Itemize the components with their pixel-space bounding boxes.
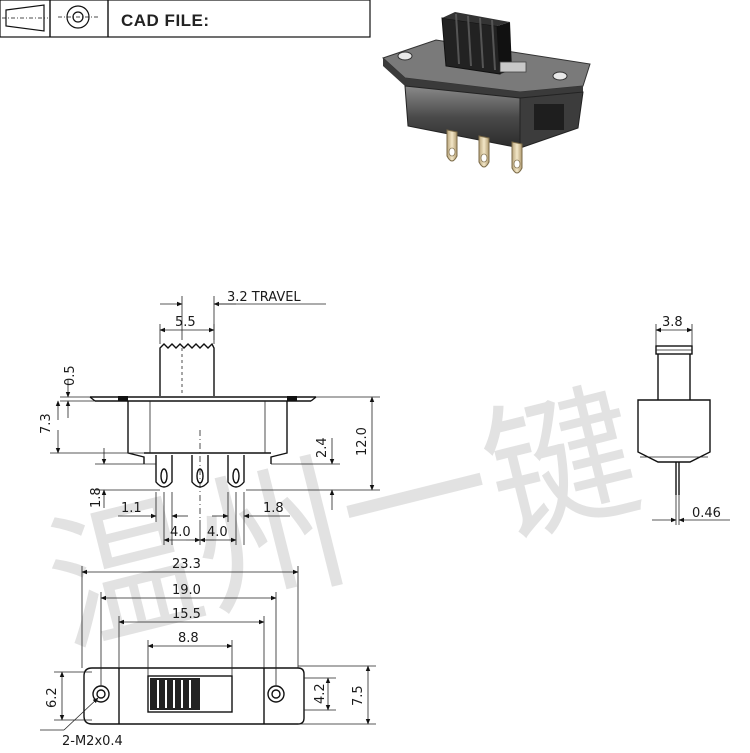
product-pins [446,129,523,174]
svg-text:8.8: 8.8 [178,631,199,646]
dim-travel: 3.2 TRAVEL [160,290,326,340]
dim-mounting-holes: 2-M2x0.4 [40,697,123,749]
dim-pin-height: 2.4 [246,437,340,510]
dim-knob-width: 5.5 [159,315,215,344]
svg-text:6.2: 6.2 [45,687,60,708]
svg-text:4.0: 4.0 [207,525,228,540]
svg-text:4.0: 4.0 [170,525,191,540]
dim-body-height: 7.3 [39,400,144,454]
dim-side-pin-thickness: 0.46 [652,495,730,525]
dim-pin-pitch: 4.0 4.0 [163,492,237,545]
side-view: 3.8 0.46 [637,315,730,525]
svg-text:1.1: 1.1 [121,501,142,516]
projection-taper-icon [2,4,48,32]
svg-text:19.0: 19.0 [172,583,201,598]
svg-text:1.8: 1.8 [89,487,104,508]
svg-text:2-M2x0.4: 2-M2x0.4 [62,734,123,749]
svg-text:12.0: 12.0 [355,427,370,456]
svg-text:1.8: 1.8 [263,501,284,516]
watermark-text: 温州一键 [31,364,655,678]
dim-overall-length: 23.3 [81,557,299,668]
dim-pin-tip: 1.8 [89,448,160,508]
top-view: 23.3 19.0 15.5 8.8 [40,557,376,749]
dim-slot-height: 4.2 [304,677,336,711]
projection-circle-icon [58,5,100,29]
title-block: CAD FILE: [0,0,371,38]
dim-pin-widths: 1.1 1.8 [118,492,290,545]
dim-hole-spacing: 19.0 [100,583,277,686]
svg-text:7.3: 7.3 [39,413,54,434]
dim-body-length: 15.5 [118,607,265,668]
svg-text:3.8: 3.8 [662,315,683,330]
svg-text:7.5: 7.5 [351,685,366,706]
svg-text:4.2: 4.2 [313,683,328,704]
svg-text:23.3: 23.3 [172,557,201,572]
dim-flange-height: 6.2 [45,671,92,721]
svg-text:0.46: 0.46 [692,506,721,521]
dim-side-knob-width: 3.8 [655,315,693,346]
svg-text:5.5: 5.5 [175,315,196,330]
svg-text:2.4: 2.4 [315,437,330,458]
dim-body-width: 7.5 [298,665,376,725]
dim-total-height: 12.0 [316,396,380,491]
dim-slot-length: 8.8 [147,631,233,676]
svg-text:3.2 TRAVEL: 3.2 TRAVEL [227,290,301,305]
product-photo [382,12,591,174]
svg-text:0.5: 0.5 [63,365,78,386]
svg-text:15.5: 15.5 [172,607,201,622]
front-view: 3.2 TRAVEL 5.5 0.5 7.3 [39,290,380,545]
cad-file-label: CAD FILE: [121,11,210,30]
dim-flange-thickness: 0.5 [60,365,95,418]
